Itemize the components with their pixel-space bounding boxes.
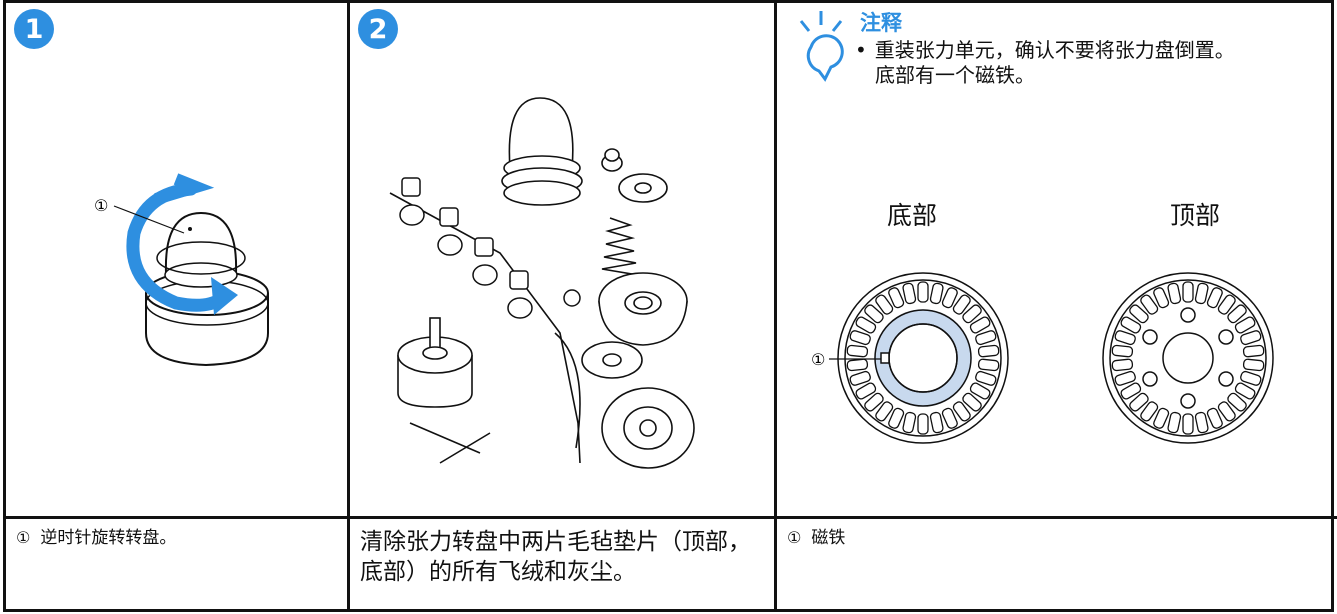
note-lightbulb-icon (799, 11, 844, 82)
felt-slot (962, 392, 982, 412)
felt-slot (902, 282, 917, 305)
step-1-caption: ① 逆时针旋转转盘。 (6, 516, 347, 609)
felt-slot (1114, 330, 1136, 346)
felt-slot (917, 281, 929, 303)
felt-slot (855, 316, 877, 334)
felt-slot (849, 370, 871, 386)
step-2-panel: 2 (350, 3, 777, 609)
felt-slot (1217, 294, 1236, 315)
felt-slot (975, 370, 997, 386)
felt-slot (846, 358, 869, 372)
felt-slot (1167, 411, 1182, 434)
felt-slot (977, 344, 1000, 358)
note-body: • 重装张力单元，确认不要将张力盘倒置。 底部有一个磁铁。 (855, 38, 1315, 88)
magnet-callout-number: ① (811, 350, 825, 369)
felt-slot (977, 358, 1000, 372)
felt-slot (962, 304, 982, 324)
felt-slot (969, 316, 991, 334)
felt-slot (1129, 392, 1149, 412)
felt-slot (888, 287, 905, 309)
caption-number: ① (787, 528, 802, 547)
knob-callout-number: ① (94, 196, 108, 215)
step-2-badge: 2 (358, 9, 398, 49)
note-title: 注释 (860, 11, 902, 35)
step-1-caption-text: 逆时针旋转转盘。 (40, 528, 177, 548)
felt-slot (1234, 316, 1256, 334)
step-2-caption: 清除张力转盘中两片毛毡垫片（顶部，底部）的所有飞绒和灰尘。 (350, 516, 774, 609)
felt-slot (864, 304, 884, 324)
note-bullet: • (855, 38, 867, 62)
felt-slot (902, 411, 917, 434)
felt-slot (941, 287, 958, 309)
felt-slot (875, 294, 894, 315)
felt-slot (1242, 358, 1265, 372)
step-1-illustration: 1 ① (6, 3, 347, 516)
felt-slot (929, 282, 944, 305)
felt-slot (975, 330, 997, 346)
felt-slot (1217, 401, 1236, 422)
step-1-badge: 1 (14, 9, 54, 49)
tension-unit-exploded-drawing (389, 97, 695, 469)
step-2-illustration: 2 (350, 3, 774, 516)
felt-slot (1140, 294, 1159, 315)
felt-slot (846, 344, 869, 358)
note-caption-text: 磁铁 (811, 528, 846, 548)
felt-slot (1120, 382, 1142, 400)
felt-slot (1111, 344, 1134, 358)
felt-disc-comparison-drawing: ① (811, 272, 1274, 444)
felt-slot (1114, 370, 1136, 386)
felt-slot (1242, 344, 1265, 358)
felt-slot (1194, 411, 1209, 434)
felt-slot (864, 392, 884, 412)
felt-slot (1182, 281, 1194, 303)
felt-slot (1227, 392, 1247, 412)
felt-slot (1240, 330, 1262, 346)
label-bottom-side: 底部 (887, 201, 938, 230)
instruction-panels: 1 ① ① 逆时针旋 (3, 0, 1337, 612)
felt-slot (952, 294, 971, 315)
felt-slot (1234, 382, 1256, 400)
step-2-caption-text: 清除张力转盘中两片毛毡垫片（顶部，底部）的所有飞绒和灰尘。 (360, 529, 751, 585)
felt-slot (1167, 282, 1182, 305)
tension-knob-drawing: ① (94, 173, 269, 367)
felt-slot (849, 330, 871, 346)
label-top-side: 顶部 (1170, 201, 1221, 230)
felt-slot (1153, 287, 1170, 309)
felt-slot (952, 401, 971, 422)
felt-slot (1140, 401, 1159, 422)
felt-slot (875, 401, 894, 422)
felt-slot (1129, 304, 1149, 324)
felt-slot (1206, 287, 1223, 309)
caption-number: ① (16, 528, 31, 547)
felt-slot (888, 407, 905, 429)
felt-slot (917, 413, 929, 435)
felt-slot (969, 382, 991, 400)
felt-slot (1153, 407, 1170, 429)
note-extra-text: 底部有一个磁铁。 (875, 63, 1035, 87)
note-illustration: 注释 • 重装张力单元，确认不要将张力盘倒置。 底部有一个磁铁。 底部 顶部 (777, 3, 1337, 516)
note-panel: 注释 • 重装张力单元，确认不要将张力盘倒置。 底部有一个磁铁。 底部 顶部 (777, 3, 1337, 609)
note-text: 重装张力单元，确认不要将张力盘倒置。 (874, 38, 1235, 62)
felt-slot (1111, 358, 1134, 372)
felt-slot (1182, 413, 1194, 435)
felt-slot (929, 411, 944, 434)
felt-slot (941, 407, 958, 429)
step-1-panel: 1 ① ① 逆时针旋 (6, 3, 350, 609)
felt-slot (1206, 407, 1223, 429)
felt-slot (1120, 316, 1142, 334)
felt-slot (1240, 370, 1262, 386)
note-caption: ① 磁铁 (777, 516, 1337, 609)
felt-slot (1227, 304, 1247, 324)
felt-slot (1194, 282, 1209, 305)
felt-slot (855, 382, 877, 400)
